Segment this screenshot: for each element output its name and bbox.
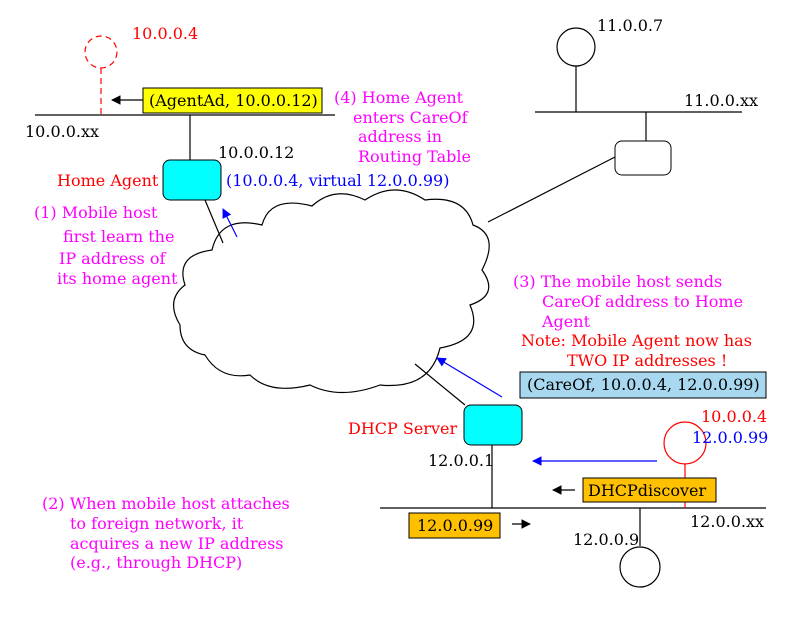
dhcp-uplink bbox=[414, 363, 466, 406]
agent-ad-box bbox=[142, 87, 323, 114]
note-step1: (1) Mobile host first learn the IP addre… bbox=[34, 203, 178, 288]
mobile-host-old-ip: 10.0.0.4 bbox=[701, 407, 767, 426]
dhcp-discover-label: DHCPdiscover bbox=[588, 481, 706, 500]
careof-label: (CareOf, 10.0.0.4, 12.0.0.99) bbox=[527, 375, 760, 394]
mobile-host-home-ip: 10.0.0.4 bbox=[132, 24, 198, 43]
note-step2-line4: (e.g., through DHCP) bbox=[70, 553, 242, 572]
right-host-ip: 11.0.0.7 bbox=[597, 16, 663, 35]
home-agent-label: Home Agent bbox=[57, 171, 159, 190]
home-network: 10.0.0.4 10.0.0.xx (AgentAd, 10.0.0.12) … bbox=[25, 24, 449, 244]
note-step3-warning-line2: TWO IP addresses ! bbox=[567, 351, 727, 370]
home-agent-ip: 10.0.0.12 bbox=[218, 143, 294, 162]
home-agent-uplink bbox=[204, 199, 224, 244]
note-step2-line3: acquires a new IP address bbox=[70, 534, 284, 553]
careof-box bbox=[519, 371, 767, 399]
router-icon bbox=[614, 140, 672, 176]
host-icon bbox=[556, 27, 596, 67]
right-network: 11.0.0.7 11.0.0.xx bbox=[487, 16, 758, 223]
mobile-host-new-ip: 12.0.0.99 bbox=[692, 428, 768, 447]
dhcp-server-ip: 12.0.0.1 bbox=[428, 451, 494, 470]
foreign-net-label: 12.0.0.xx bbox=[690, 512, 764, 531]
dhcp-discover-box bbox=[582, 477, 717, 503]
note-step4-line3: address in bbox=[358, 127, 442, 146]
arrow-icon bbox=[436, 357, 503, 398]
assigned-ip-box bbox=[408, 512, 501, 539]
foreign-host-ip: 12.0.0.9 bbox=[573, 530, 639, 549]
assigned-ip-label: 12.0.0.99 bbox=[417, 516, 493, 535]
cloud-icon bbox=[173, 189, 490, 394]
note-step3-line2: CareOf address to Home bbox=[542, 292, 743, 311]
dhcp-server-label: DHCP Server bbox=[348, 419, 457, 438]
agent-ad-label: (AgentAd, 10.0.0.12) bbox=[149, 91, 318, 110]
note-step1-line3: IP address of bbox=[59, 249, 166, 268]
mobile-host-home-icon bbox=[84, 35, 118, 69]
note-step1-line1: (1) Mobile host bbox=[34, 203, 158, 222]
note-step3: (3) The mobile host sends CareOf address… bbox=[513, 272, 752, 370]
foreign-network: DHCP Server 12.0.0.1 (CareOf, 10.0.0.4, … bbox=[348, 357, 768, 588]
router-icon bbox=[463, 404, 523, 446]
note-step2-line2: to foreign network, it bbox=[70, 514, 244, 533]
note-step4-line2: enters CareOf bbox=[353, 108, 469, 127]
home-net-label: 10.0.0.xx bbox=[25, 122, 99, 141]
router-icon bbox=[162, 159, 222, 201]
note-step4: (4) Home Agent enters CareOf address in … bbox=[334, 88, 471, 166]
right-net-label: 11.0.0.xx bbox=[684, 91, 758, 110]
routing-entry: (10.0.0.4, virtual 12.0.0.99) bbox=[226, 171, 449, 190]
right-router-uplink bbox=[487, 156, 616, 223]
note-step4-line4: Routing Table bbox=[358, 147, 471, 166]
note-step1-line2: first learn the bbox=[63, 227, 174, 246]
note-step2: (2) When mobile host attaches to foreign… bbox=[42, 494, 290, 572]
host-icon bbox=[619, 546, 661, 588]
arrow-icon bbox=[222, 208, 238, 238]
note-step3-warning-line1: Note: Mobile Agent now has bbox=[521, 331, 752, 350]
note-step4-line1: (4) Home Agent bbox=[334, 88, 464, 107]
note-step2-line1: (2) When mobile host attaches bbox=[42, 494, 290, 513]
note-step1-line4: its home agent bbox=[57, 269, 178, 288]
note-step3-line1: (3) The mobile host sends bbox=[513, 272, 722, 291]
note-step3-line3: Agent bbox=[541, 312, 591, 331]
